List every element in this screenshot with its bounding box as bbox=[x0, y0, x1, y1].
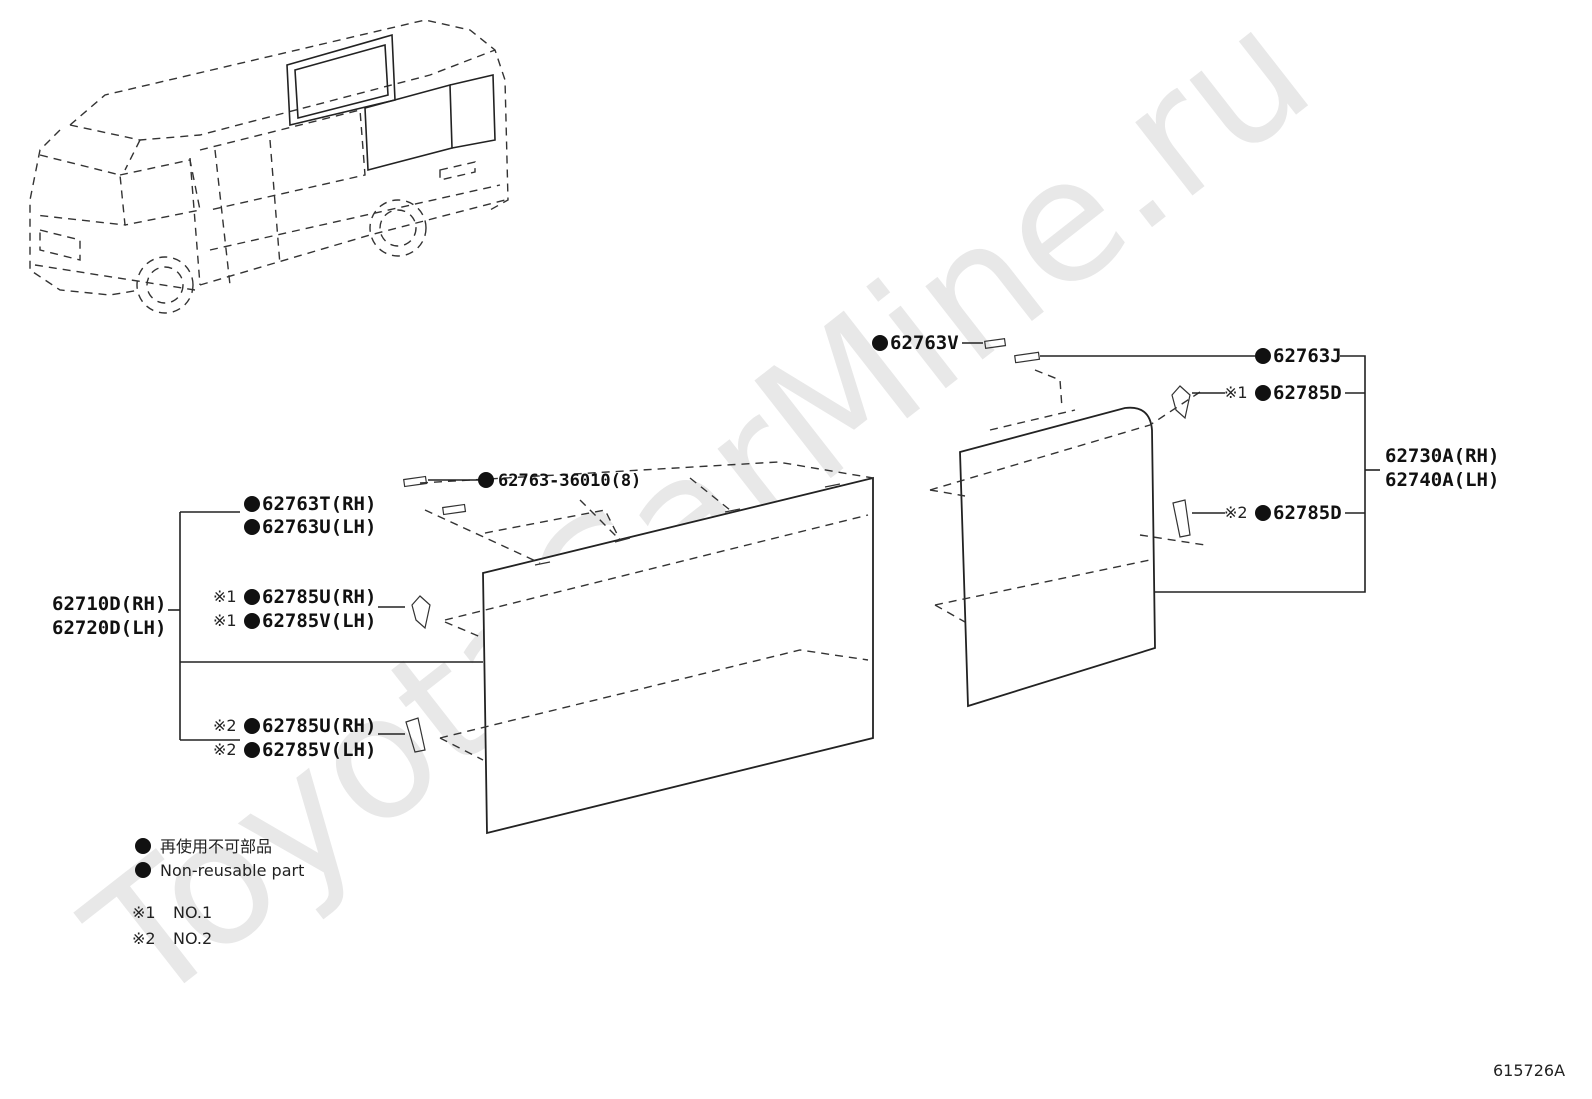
mark-no1: ※1 bbox=[1224, 383, 1248, 402]
legend-en: Non-reusable part bbox=[160, 861, 304, 880]
mark-no2: ※2 bbox=[213, 740, 237, 759]
non-reusable-marker bbox=[1255, 348, 1271, 364]
legend-no2-mark: ※2 bbox=[132, 929, 156, 948]
mark-no2: ※2 bbox=[1224, 503, 1248, 522]
left-clips bbox=[403, 475, 467, 753]
non-reusable-marker bbox=[872, 335, 888, 351]
part-62785u-rh-no2: 62785U(RH) bbox=[262, 715, 376, 737]
legend: 再使用不可部品 Non-reusable part ※1 NO.1 ※2 NO.… bbox=[132, 837, 304, 948]
non-reusable-marker bbox=[1255, 385, 1271, 401]
non-reusable-marker bbox=[478, 472, 494, 488]
part-62763v: 62763V bbox=[890, 332, 959, 354]
non-reusable-marker bbox=[244, 613, 260, 629]
non-reusable-marker bbox=[244, 718, 260, 734]
right-assembly-rh: 62730A(RH) bbox=[1385, 445, 1499, 467]
right-leaders bbox=[962, 342, 1380, 593]
part-62785d-no1: 62785D bbox=[1273, 382, 1342, 404]
legend-no1-text: NO.1 bbox=[173, 903, 212, 922]
part-62763t-rh: 62763T(RH) bbox=[262, 493, 376, 515]
legend-jp: 再使用不可部品 bbox=[160, 837, 272, 856]
part-62785v-lh-no1: 62785V(LH) bbox=[262, 610, 376, 632]
non-reusable-marker bbox=[135, 838, 151, 854]
non-reusable-marker bbox=[244, 496, 260, 512]
mark-no1: ※1 bbox=[213, 587, 237, 606]
non-reusable-marker bbox=[135, 862, 151, 878]
non-reusable-marker bbox=[244, 742, 260, 758]
left-assembly-lh: 62720D(LH) bbox=[52, 617, 166, 639]
mark-no2: ※2 bbox=[213, 716, 237, 735]
part-62785v-lh-no2: 62785V(LH) bbox=[262, 739, 376, 761]
vehicle-illustration bbox=[29, 19, 509, 314]
non-reusable-marker bbox=[1255, 505, 1271, 521]
left-assembly-rh: 62710D(RH) bbox=[52, 593, 166, 615]
right-assembly-lh: 62740A(LH) bbox=[1385, 469, 1499, 491]
part-62763j: 62763J bbox=[1273, 345, 1342, 367]
mark-no1: ※1 bbox=[213, 611, 237, 630]
side-panel-rear bbox=[929, 369, 1206, 708]
left-leaders bbox=[168, 479, 483, 741]
legend-no2-text: NO.2 bbox=[173, 929, 212, 948]
part-62785d-no2: 62785D bbox=[1273, 502, 1342, 524]
diagram-code: 615726A bbox=[1493, 1061, 1565, 1080]
part-62763u-lh: 62763U(LH) bbox=[262, 516, 376, 538]
non-reusable-marker bbox=[244, 519, 260, 535]
non-reusable-marker bbox=[244, 589, 260, 605]
part-62785u-rh-no1: 62785U(RH) bbox=[262, 586, 376, 608]
side-panel-front bbox=[419, 461, 874, 835]
legend-no1-mark: ※1 bbox=[132, 903, 156, 922]
right-clips bbox=[984, 337, 1191, 538]
part-62763-36010: 62763-36010(8) bbox=[498, 471, 641, 491]
